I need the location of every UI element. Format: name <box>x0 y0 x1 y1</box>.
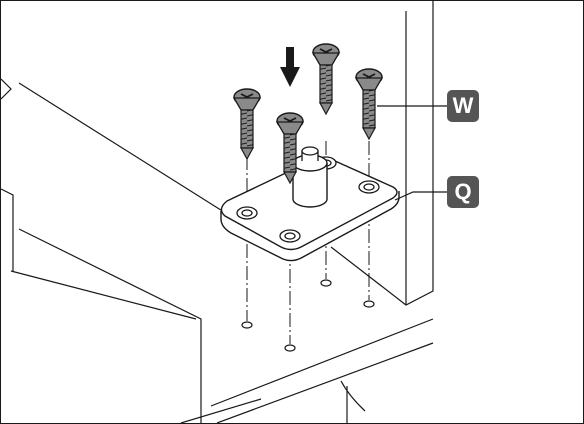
mounting-plate-icon <box>220 146 400 262</box>
callout-label-bracket: Q <box>447 176 479 208</box>
cabinet-lines <box>1 1 434 423</box>
callout-leaders <box>377 105 447 201</box>
pilot-holes <box>241 279 375 352</box>
callout-label-screw: W <box>447 90 479 122</box>
arrow-down-icon <box>280 47 300 87</box>
